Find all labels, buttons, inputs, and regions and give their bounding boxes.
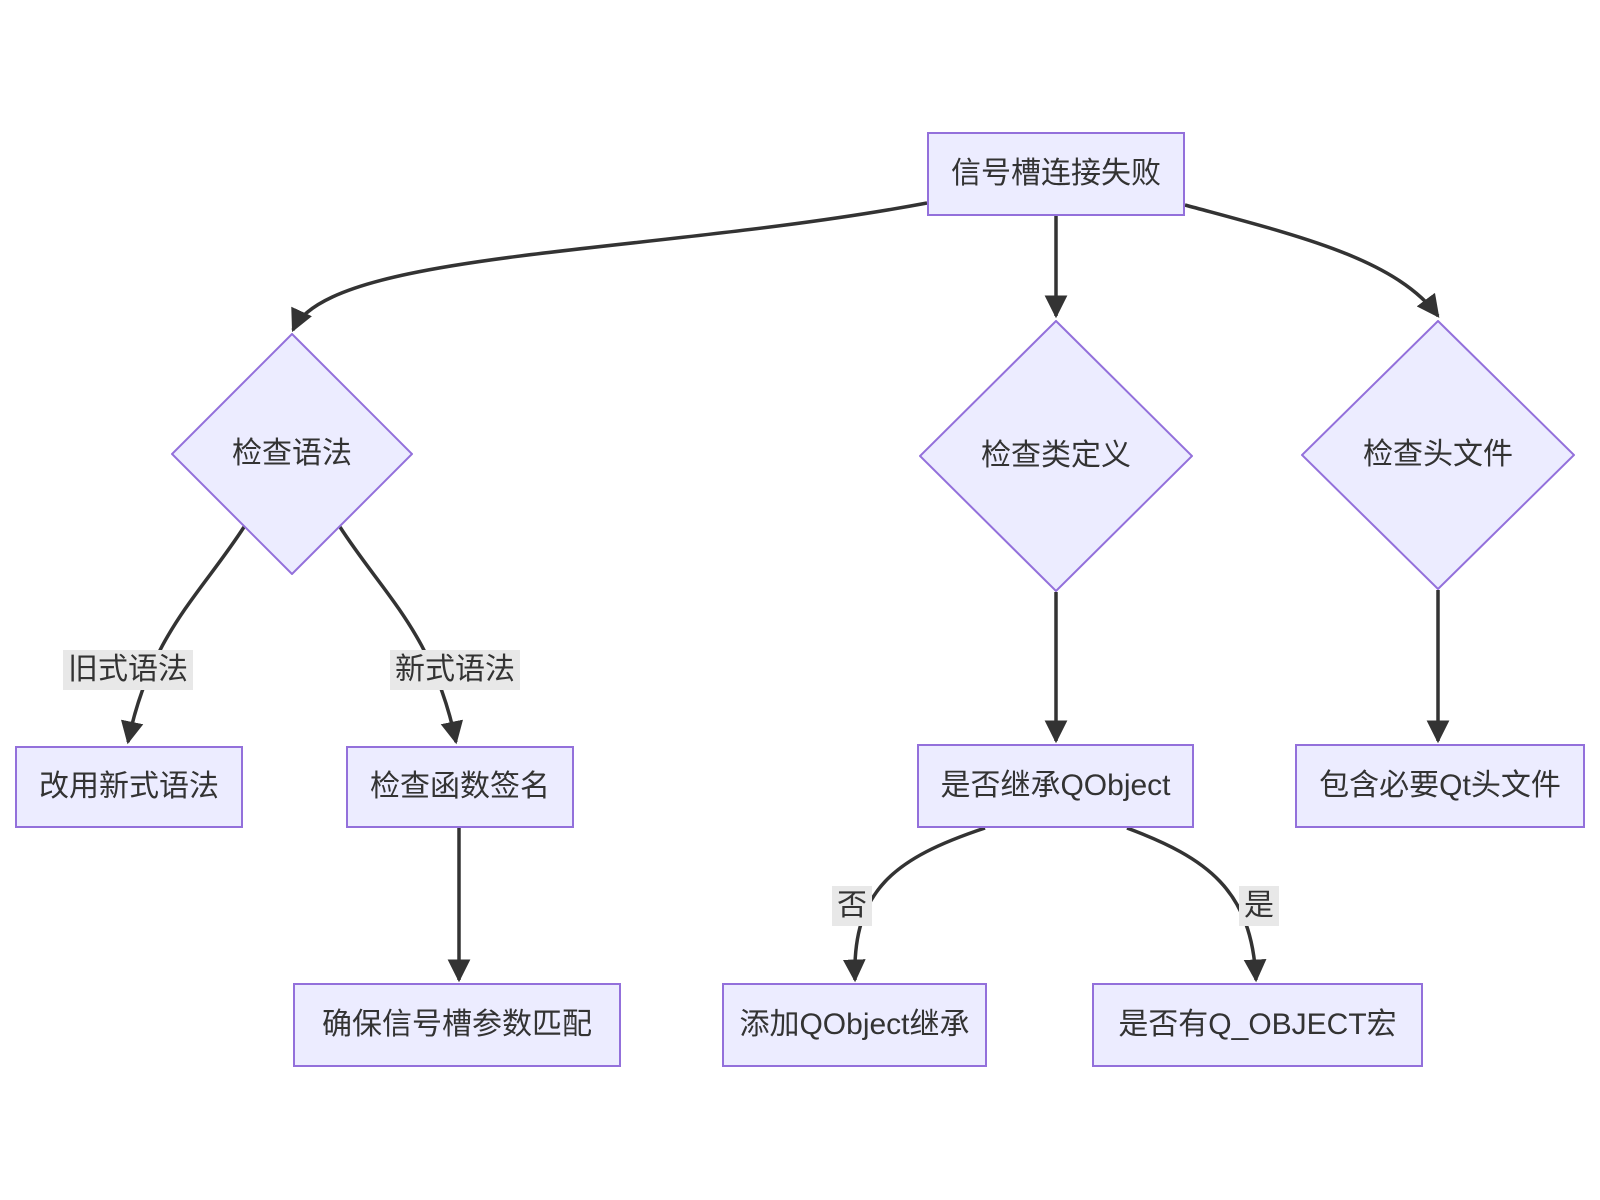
edge-root-to-check-syntax — [291, 201, 928, 333]
edge-label-old-syntax: 旧式语法 — [63, 650, 193, 690]
node-check-function-signature: 检查函数签名 — [346, 746, 574, 828]
diamond-shape — [171, 333, 413, 575]
node-label: 添加QObject继承 — [739, 1007, 970, 1041]
node-use-new-syntax: 改用新式语法 — [15, 746, 243, 828]
node-check-header-file: 检查头文件 — [1301, 320, 1575, 590]
edge-label-new-syntax: 新式语法 — [390, 650, 520, 690]
edge-new-syntax — [338, 526, 464, 745]
node-label: 改用新式语法 — [39, 769, 219, 803]
edge-inherit-yes — [1126, 826, 1267, 983]
diamond-shape — [1301, 320, 1575, 590]
edge-old-syntax — [120, 526, 246, 745]
node-add-qobject-inherit: 添加QObject继承 — [722, 983, 987, 1067]
node-label: 检查头文件 — [1363, 437, 1513, 471]
node-label: 检查类定义 — [981, 438, 1131, 472]
node-signal-slot-connect-fail: 信号槽连接失败 — [927, 132, 1185, 216]
node-label: 是否继承QObject — [940, 768, 1171, 802]
node-label: 确保信号槽参数匹配 — [322, 1007, 592, 1041]
node-include-qt-headers: 包含必要Qt头文件 — [1295, 744, 1585, 828]
node-check-syntax: 检查语法 — [171, 333, 413, 575]
node-label: 包含必要Qt头文件 — [1319, 768, 1561, 802]
node-has-qobject-macro-question: 是否有Q_OBJECT宏 — [1092, 983, 1423, 1067]
node-label: 信号槽连接失败 — [951, 156, 1161, 190]
node-label: 是否有Q_OBJECT宏 — [1118, 1007, 1397, 1041]
edge-inherit-no — [842, 826, 986, 983]
edge-root-to-check-header — [1184, 203, 1440, 318]
node-label: 检查函数签名 — [370, 769, 550, 803]
edge-label-no: 否 — [832, 886, 872, 926]
node-ensure-signal-slot-params-match: 确保信号槽参数匹配 — [293, 983, 621, 1067]
diamond-shape — [919, 320, 1193, 592]
node-label: 检查语法 — [232, 436, 352, 470]
node-inherit-qobject-question: 是否继承QObject — [917, 744, 1194, 828]
node-check-class-definition: 检查类定义 — [919, 320, 1193, 592]
edge-label-yes: 是 — [1239, 886, 1279, 926]
